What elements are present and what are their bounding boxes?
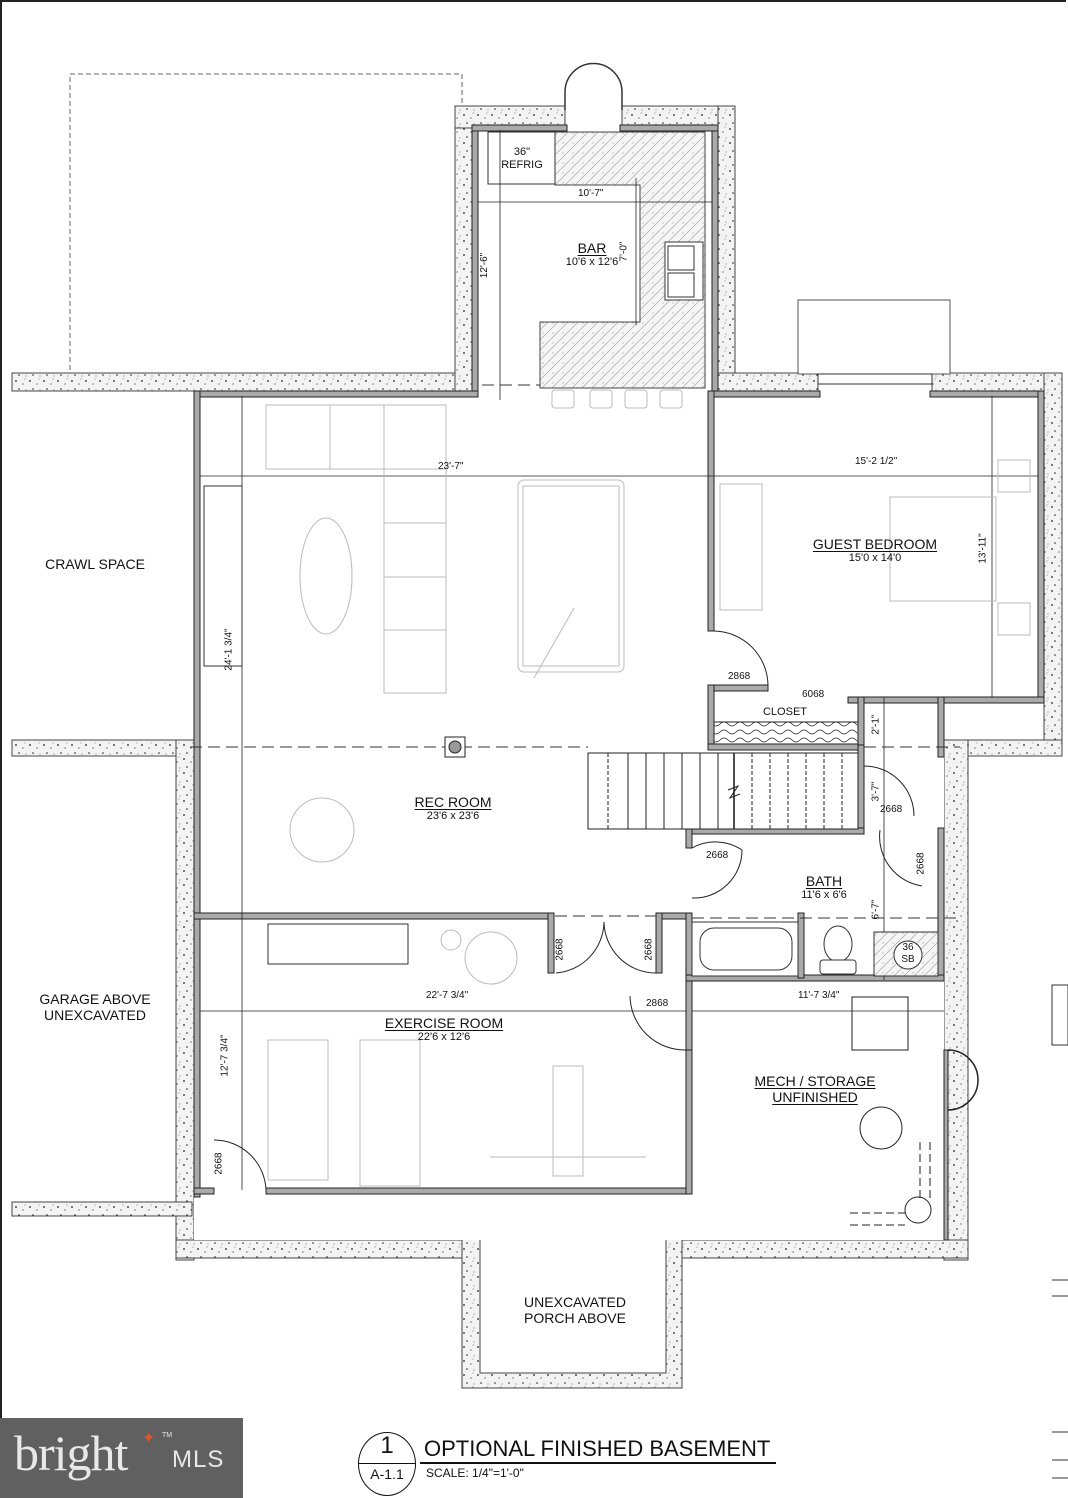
furniture [203,404,1031,1187]
porch-void [479,1214,667,1374]
drawing-title: OPTIONAL FINISHED BASEMENT [424,1436,771,1461]
door-tag-closet: 6068 [802,689,825,700]
dimension-lines [200,130,1038,1190]
door-tag-hall: 2668 [880,804,903,815]
star-icon: ✦ [142,1430,156,1447]
deck-outline [69,73,463,375]
door-tag-mech: 2868 [646,998,669,1009]
dim-rec-width: 23'-7" [438,461,464,472]
door-swings [213,630,979,1191]
sheet-number: A-1.1 [370,1466,404,1482]
door-tag-exercise-corner: 2668 [213,1152,225,1175]
mechanical-equipment [850,996,932,1226]
title-underline [420,1462,776,1464]
support-column [448,740,462,754]
dim-mech-width: 11'-7 3/4" [798,990,840,1001]
refrigerator [487,131,556,185]
bath-fixtures [691,921,939,977]
beam-lines [190,384,960,919]
refrigerator-label: 36"REFRIG [501,146,543,171]
bar-stools [551,389,683,409]
bright-mls-logo: bright ✦ TM MLS [0,1418,243,1498]
crawl-space-label: CRAWL SPACE [45,556,145,572]
dim-rec-depth: 24'-1 3/4" [223,628,235,671]
dim-bath-depth: 6'-7" [870,899,882,920]
detail-callout [358,1432,416,1496]
drawing-scale: SCALE: 1/4"=1'-0" [426,1466,524,1480]
detail-number: 1 [380,1432,394,1459]
adjacent-elevation-edge [1051,984,1068,1479]
bay-window-top [564,62,623,110]
bar-counter [539,131,706,389]
dim-hall-a: 2'-1" [870,714,882,735]
dim-exercise-width: 22'-7 3/4" [426,990,469,1001]
dim-exercise-depth: 12'-7 3/4" [219,1034,231,1077]
staircase [587,752,859,830]
interior-walls [193,124,1045,1241]
window-well [797,299,951,375]
room-closet: CLOSET [762,706,807,718]
closet-shelf [713,721,859,745]
door-tag-bedroom: 2868 [728,671,751,682]
dim-bar-width: 10'-7" [578,188,604,199]
dim-hall-b: 3'-7" [870,781,882,802]
door-tag-bath-right: 2668 [915,852,927,875]
door-tag-exercise-right: 2668 [643,938,655,961]
door-tag-exercise-left: 2668 [554,938,566,961]
door-tag-bath-left: 2668 [706,850,729,861]
dim-bedroom-depth: 13'-11" [977,533,989,564]
drawing-title-block: 1 A-1.1 OPTIONAL FINISHED BASEMENT SCALE… [358,1430,778,1498]
dim-bedroom-width: 15'-2 1/2" [855,456,898,467]
dim-bar-depth: 12'-6" [479,252,491,279]
dim-bar-counter: 7'-0" [618,241,630,262]
